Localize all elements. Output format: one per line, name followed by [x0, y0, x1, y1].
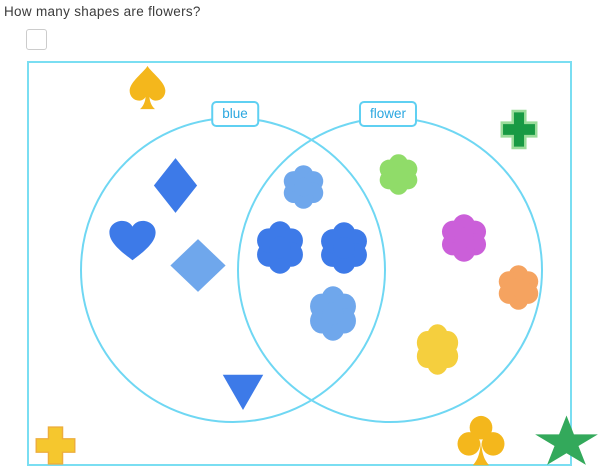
magenta-flower-shape — [441, 214, 487, 262]
light-blue-diamond-shape — [170, 239, 226, 292]
yellow-flower-shape — [416, 324, 459, 375]
shapes-layer — [29, 63, 598, 466]
light-blue-flower-shape — [310, 286, 356, 341]
yellow-plus-shape — [35, 426, 76, 465]
blue-flower-shape — [321, 222, 367, 274]
green-flower-shape — [379, 154, 418, 195]
blue-flower-shape — [257, 221, 303, 274]
venn-label-flower: flower — [358, 101, 418, 127]
yellow-spade-shape — [129, 65, 166, 110]
venn-diagram-box: blue flower — [27, 61, 598, 466]
yellow-club-shape — [457, 415, 505, 466]
blue-heart-shape — [109, 220, 156, 261]
question-text: How many shapes are flowers? — [4, 4, 201, 19]
blue-diamond-shape — [153, 158, 198, 213]
blue-triangle-shape — [222, 374, 264, 411]
light-blue-flower-shape — [283, 165, 324, 209]
orange-flower-shape — [498, 265, 539, 310]
venn-label-blue: blue — [211, 101, 259, 127]
green-plus-shape — [500, 109, 538, 150]
green-star-shape — [535, 415, 598, 465]
answer-input[interactable] — [26, 29, 47, 50]
